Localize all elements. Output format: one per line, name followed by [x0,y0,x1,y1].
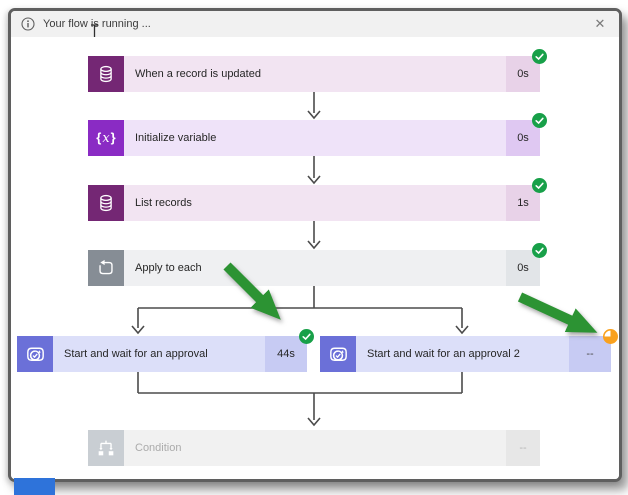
running-clock-icon [603,329,618,344]
success-check-icon [299,329,314,344]
dialog-titlebar: Your flow is running ... ✕ [11,11,619,38]
background-blue-fragment [14,478,55,495]
loop-icon [88,250,124,286]
database-icon [88,56,124,92]
approval-icon [320,336,356,372]
flow-step-when-a-record-is-updated[interactable]: When a record is updated 0s [88,49,547,92]
flow-step-condition[interactable]: Condition -- [88,430,540,466]
step-duration: 0s [506,56,540,92]
database-icon [88,185,124,221]
step-duration: 1s [506,185,540,221]
step-label: When a record is updated [124,56,506,92]
step-label: Condition [124,430,506,466]
flow-step-list-records[interactable]: List records 1s [88,178,547,221]
info-icon [21,17,35,31]
condition-icon [88,430,124,466]
step-duration: 0s [506,250,540,286]
step-duration: 0s [506,120,540,156]
flow-step-start-and-wait-for-an-approval-2[interactable]: Start and wait for an approval 2 -- [320,329,618,372]
dialog-title: Your flow is running ... [43,18,151,30]
flow-step-initialize-variable[interactable]: {x} Initialize variable 0s [88,113,547,156]
step-duration: 44s [265,336,307,372]
step-label: Apply to each [124,250,506,286]
approval-icon [17,336,53,372]
step-label: Initialize variable [124,120,506,156]
step-label: Start and wait for an approval [53,336,265,372]
flow-step-start-and-wait-for-an-approval[interactable]: Start and wait for an approval 44s [17,329,314,372]
success-check-icon [532,243,547,258]
flow-step-apply-to-each[interactable]: Apply to each 0s [88,243,547,286]
variable-icon: {x} [88,120,124,156]
step-duration: -- [506,430,540,466]
success-check-icon [532,178,547,193]
step-label: List records [124,185,506,221]
close-icon[interactable]: ✕ [591,15,609,33]
success-check-icon [532,113,547,128]
success-check-icon [532,49,547,64]
step-label: Start and wait for an approval 2 [356,336,569,372]
step-duration: -- [569,336,611,372]
